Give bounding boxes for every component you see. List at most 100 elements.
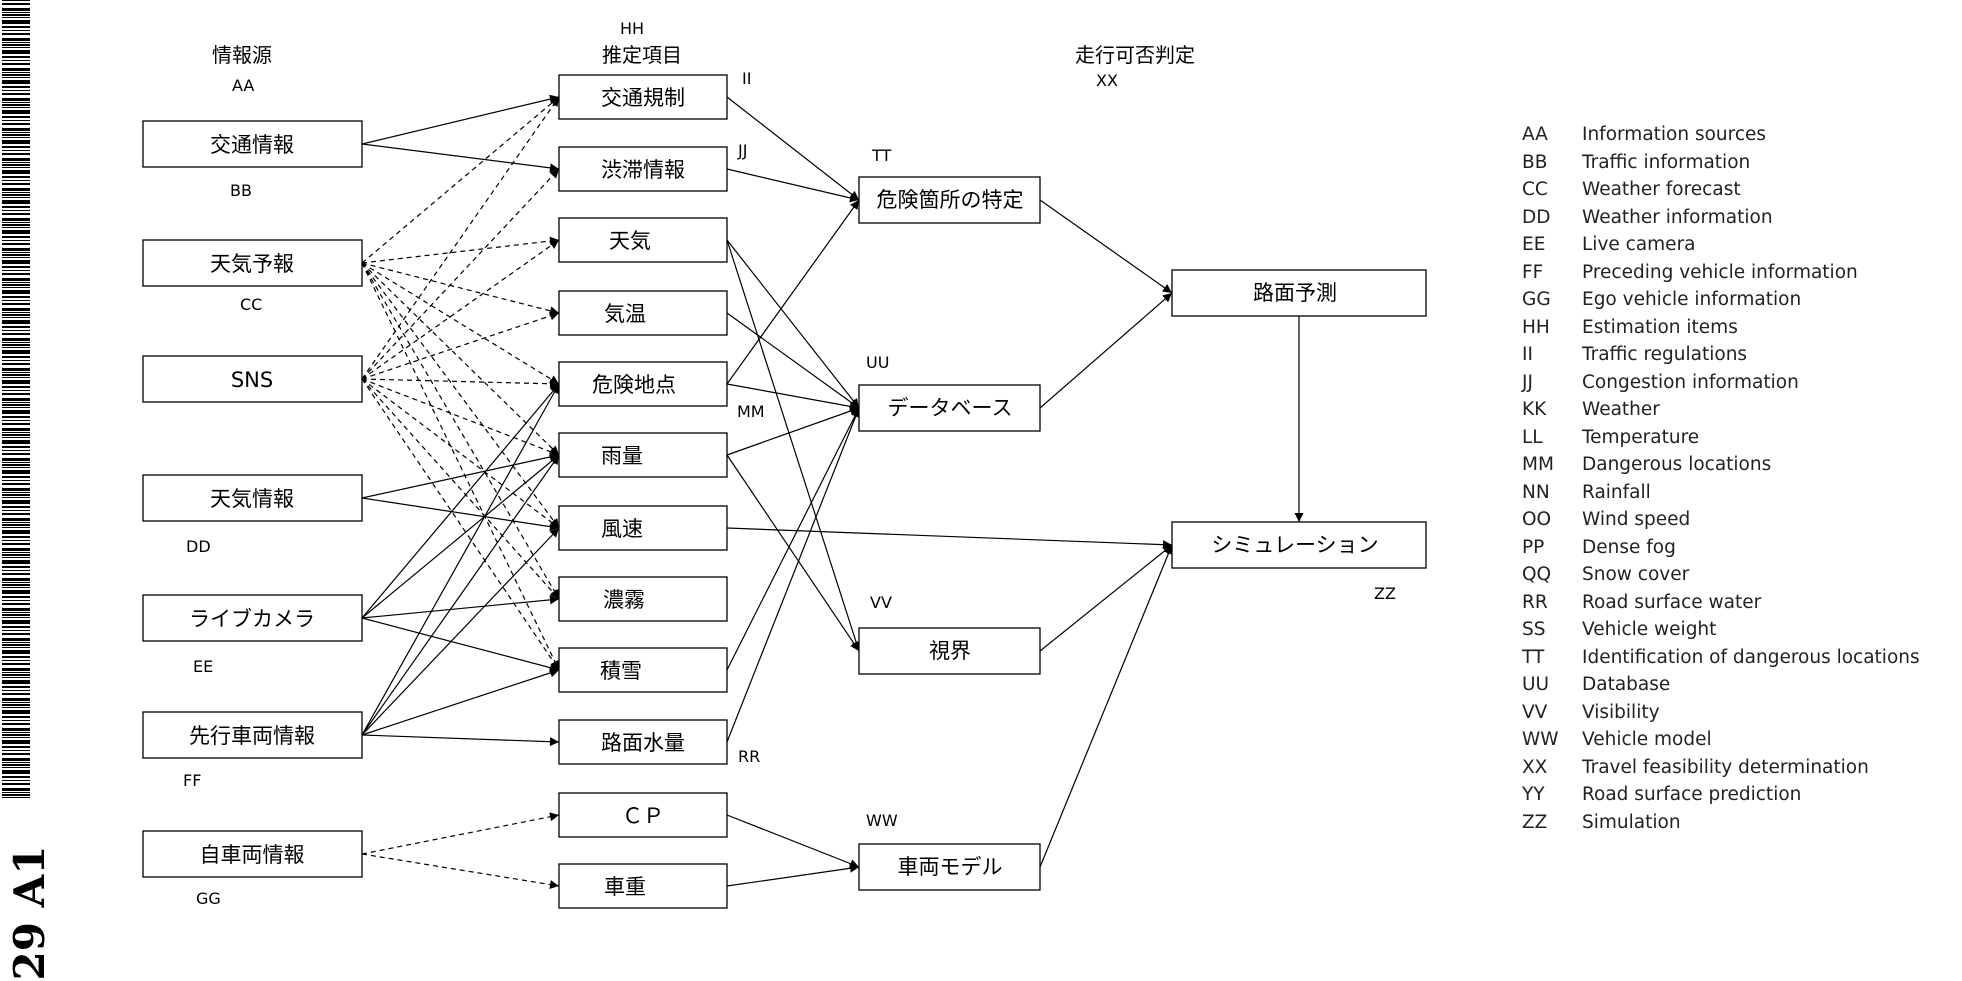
code-ww: WW (866, 811, 898, 830)
code-jj: JJ (737, 141, 747, 160)
process-visibility: 視界 (859, 628, 1040, 674)
arrow (727, 408, 859, 742)
arrow (727, 313, 859, 408)
legend-row: SSVehicle weight (1522, 616, 1952, 644)
legend-text: Traffic regulations (1582, 341, 1747, 369)
legend-code: PP (1522, 534, 1582, 562)
code-xx: XX (1096, 71, 1118, 90)
legend-code: OO (1522, 506, 1582, 534)
dashed-arrow (362, 240, 559, 263)
legend-row: PPDense fog (1522, 534, 1952, 562)
code-vv: VV (870, 593, 892, 612)
svg-text:シミュレーション: シミュレーション (1211, 533, 1378, 557)
legend-row: GGEgo vehicle information (1522, 286, 1952, 314)
arrow (1040, 545, 1172, 867)
legend-text: Preceding vehicle information (1582, 259, 1858, 287)
svg-text:SNS: SNS (231, 368, 273, 392)
legend-text: Rainfall (1582, 479, 1651, 507)
arrow (362, 735, 559, 742)
dashed-arrow (362, 263, 559, 599)
item-weather: 天気 (559, 218, 727, 262)
legend-code: CC (1522, 176, 1582, 204)
svg-text:渋滞情報: 渋滞情報 (601, 158, 685, 182)
dashed-arrow (362, 263, 559, 455)
process-danger-identification: 危険箇所の特定 (859, 177, 1040, 223)
legend-text: Road surface prediction (1582, 781, 1801, 809)
svg-text:ＣＰ: ＣＰ (622, 804, 664, 828)
legend-row: OOWind speed (1522, 506, 1952, 534)
svg-text:交通情報: 交通情報 (210, 133, 294, 157)
dashed-arrow (362, 854, 559, 886)
legend-text: Dangerous locations (1582, 451, 1771, 479)
svg-text:雨量: 雨量 (601, 444, 643, 468)
legend-code: DD (1522, 204, 1582, 232)
legend-text: Database (1582, 671, 1670, 699)
code-gg: GG (196, 889, 221, 908)
legend-code: NN (1522, 479, 1582, 507)
legend-text: Dense fog (1582, 534, 1676, 562)
svg-text:自車両情報: 自車両情報 (200, 843, 305, 867)
legend-row: IITraffic regulations (1522, 341, 1952, 369)
legend-code: UU (1522, 671, 1582, 699)
legend-row: TTIdentification of dangerous locations (1522, 644, 1952, 672)
code-zz: ZZ (1374, 584, 1396, 603)
dashed-arrow (362, 263, 559, 313)
svg-text:危険地点: 危険地点 (592, 373, 676, 397)
legend-row: WWVehicle model (1522, 726, 1952, 754)
legend-code: KK (1522, 396, 1582, 424)
process-database: データベース (859, 385, 1040, 431)
source-preceding-vehicle: 先行車両情報 (143, 712, 362, 758)
code-hh: HH (620, 19, 644, 38)
arrow (362, 97, 559, 144)
code-aa: AA (232, 76, 254, 95)
legend-text: Travel feasibility determination (1582, 754, 1869, 782)
arrow (362, 455, 559, 498)
source-traffic-information: 交通情報 (143, 121, 362, 167)
legend-row: JJCongestion information (1522, 369, 1952, 397)
legend-code: BB (1522, 149, 1582, 177)
legend: AAInformation sourcesBBTraffic informati… (1522, 121, 1952, 836)
svg-text:データベース: データベース (888, 396, 1013, 420)
arrow (727, 867, 859, 886)
dashed-arrow (362, 815, 559, 854)
legend-row: ZZSimulation (1522, 809, 1952, 837)
svg-text:視界: 視界 (929, 639, 971, 663)
dashed-arrow (362, 379, 559, 528)
source-sns: SNS (143, 356, 362, 402)
legend-text: Simulation (1582, 809, 1681, 837)
legend-text: Information sources (1582, 121, 1766, 149)
legend-row: XXTravel feasibility determination (1522, 754, 1952, 782)
arrow (1040, 200, 1172, 293)
output-road-surface-prediction: 路面予測 (1172, 270, 1426, 316)
arrow (362, 670, 559, 735)
legend-text: Weather information (1582, 204, 1773, 232)
legend-code: AA (1522, 121, 1582, 149)
code-tt: TT (871, 146, 891, 165)
legend-code: VV (1522, 699, 1582, 727)
legend-code: SS (1522, 616, 1582, 644)
legend-code: FF (1522, 259, 1582, 287)
legend-text: Ego vehicle information (1582, 286, 1801, 314)
output-simulation: シミュレーション (1172, 522, 1426, 568)
svg-text:路面予測: 路面予測 (1253, 281, 1337, 305)
legend-text: Vehicle weight (1582, 616, 1716, 644)
dashed-arrow (362, 379, 559, 384)
code-ff: FF (183, 771, 201, 790)
dashed-arrow (362, 169, 559, 379)
legend-row: EELive camera (1522, 231, 1952, 259)
legend-text: Vehicle model (1582, 726, 1712, 754)
legend-text: Identification of dangerous locations (1582, 644, 1920, 672)
source-live-camera: ライブカメラ (143, 595, 362, 641)
legend-row: HHEstimation items (1522, 314, 1952, 342)
svg-text:車重: 車重 (604, 875, 646, 899)
legend-row: UUDatabase (1522, 671, 1952, 699)
arrow (727, 240, 859, 408)
legend-code: EE (1522, 231, 1582, 259)
item-dense-fog: 濃霧 (559, 577, 727, 621)
arrow (727, 455, 859, 651)
legend-code: II (1522, 341, 1582, 369)
header-estimation-items: 推定項目 (602, 43, 682, 67)
legend-code: WW (1522, 726, 1582, 754)
dashed-arrow (362, 240, 559, 379)
source-weather-information: 天気情報 (143, 475, 362, 521)
